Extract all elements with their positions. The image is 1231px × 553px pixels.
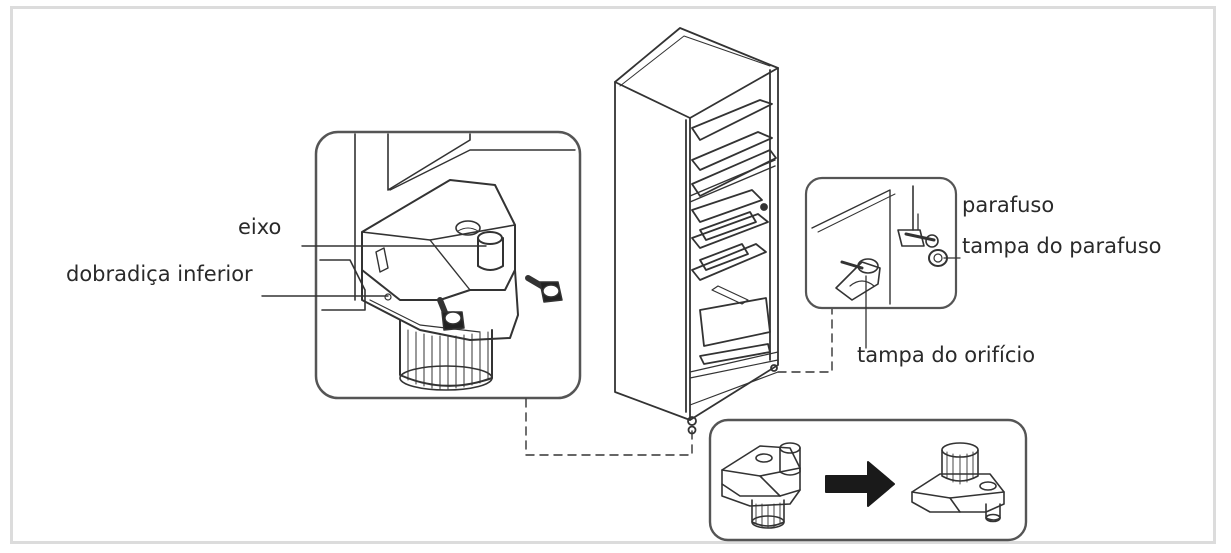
- hinge-screw-front: [437, 297, 465, 331]
- hinge-after: [911, 442, 1005, 523]
- outer-frame: [10, 6, 1216, 544]
- connector-hinge: [525, 398, 693, 456]
- refrigerator: [614, 27, 779, 435]
- label-tampa-do-orificio: tampa do orifício: [857, 343, 1036, 367]
- label-tampa-do-parafuso: tampa do parafuso: [962, 234, 1162, 258]
- hinge-screw-right: [525, 275, 563, 303]
- label-dobradica-inferior: dobradiça inferior: [66, 262, 253, 286]
- hinge-detail-panel: [314, 130, 582, 400]
- arrow-icon: [825, 461, 895, 507]
- label-parafuso: parafuso: [962, 193, 1055, 217]
- label-eixo: eixo: [238, 215, 282, 239]
- connector-top: [777, 307, 833, 373]
- hinge-swap-panel: [708, 418, 1028, 542]
- screw-detail-panel: [804, 176, 958, 310]
- hinge-before: [721, 442, 801, 529]
